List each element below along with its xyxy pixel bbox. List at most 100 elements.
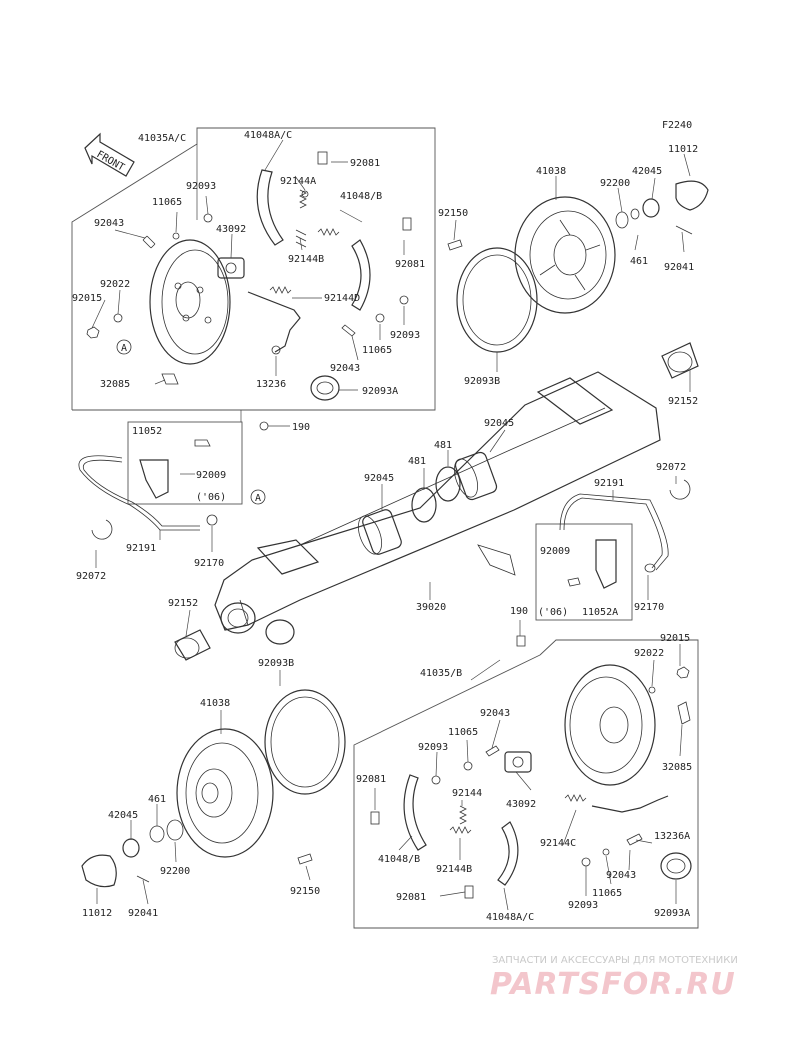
part-label-92150: 92150 [438, 208, 468, 219]
part-label-92043: 92043 [606, 870, 636, 881]
right-brake-shoes [370, 774, 519, 899]
axle-housing [214, 371, 661, 645]
part-label-92022: 92022 [634, 648, 664, 659]
part-label-92015: 92015 [72, 293, 102, 304]
front-direction-arrow: FRONT [84, 132, 135, 177]
part-label-06-note: ('06) [538, 607, 568, 618]
part-label-13236: 13236 [256, 379, 286, 390]
part-label-92072: 92072 [656, 462, 686, 473]
top-right-brake-drum [514, 196, 616, 314]
bottom-left-brake-drum [176, 728, 274, 858]
watermark-tagline: ЗАПЧАСТИ И АКСЕССУАРЫ ДЛЯ МОТОТЕХНИКИ [492, 955, 738, 966]
part-label-92093: 92093 [418, 742, 448, 753]
callout-A-mid: A [250, 489, 266, 505]
top-hub-hardware [447, 180, 709, 251]
part-label-11065: 11065 [362, 345, 392, 356]
part-label-190: 190 [510, 606, 528, 617]
left-brake-shoes [256, 151, 412, 311]
part-label-92081: 92081 [395, 259, 425, 270]
left-brake-panel [149, 239, 231, 365]
part-label-41048-B-top: 41048/B [340, 191, 382, 202]
part-label-92093: 92093 [186, 181, 216, 192]
watermark-logo: PARTSFOR.RU [490, 967, 736, 1002]
top-oring [456, 247, 538, 353]
part-label-92144C: 92144C [540, 838, 576, 849]
part-label-42045: 42045 [108, 810, 138, 821]
part-label-92093B: 92093B [258, 658, 294, 669]
part-label-481: 481 [434, 440, 452, 451]
frame-right-brake-group [353, 639, 699, 929]
part-label-11012: 11012 [668, 144, 698, 155]
part-label-92152: 92152 [668, 396, 698, 407]
left-wheel-cylinder [217, 257, 245, 279]
part-label-41035-B: 41035/B [420, 668, 462, 679]
part-label-92152: 92152 [168, 598, 198, 609]
frame-right-sensor-box [535, 523, 633, 621]
part-label-92045: 92045 [484, 418, 514, 429]
part-label-92081: 92081 [356, 774, 386, 785]
part-label-92170: 92170 [634, 602, 664, 613]
part-label-92191: 92191 [594, 478, 624, 489]
right-brake-panel [564, 664, 656, 786]
part-label-92045: 92045 [364, 473, 394, 484]
part-label-43092: 43092 [216, 224, 246, 235]
part-label-42045: 42045 [632, 166, 662, 177]
leader-lines [91, 139, 691, 911]
right-small-hardware [431, 666, 692, 880]
part-label-92200: 92200 [600, 178, 630, 189]
group-frames [71, 127, 699, 929]
part-label-39020: 39020 [416, 602, 446, 613]
part-label-41038: 41038 [536, 166, 566, 177]
part-label-190: 190 [292, 422, 310, 433]
front-arrow-label: FRONT [95, 149, 127, 174]
part-number-labels: F2240 41035A/C 41048A/C 92081 92144A 920… [72, 120, 698, 923]
part-label-92144B: 92144B [288, 254, 324, 265]
axle-spacers [174, 342, 699, 661]
part-label-92093: 92093 [390, 330, 420, 341]
part-label-92144A: 92144A [280, 176, 316, 187]
part-label-11052A: 11052A [582, 607, 618, 618]
part-label-11065: 11065 [592, 888, 622, 899]
part-label-41038: 41038 [200, 698, 230, 709]
part-label-92144D: 92144D [324, 293, 360, 304]
part-label-11065: 11065 [448, 727, 478, 738]
left-sensor-cable [78, 421, 269, 540]
part-label-06-note: ('06) [196, 492, 226, 503]
part-label-92072: 92072 [76, 571, 106, 582]
part-label-92009: 92009 [196, 470, 226, 481]
part-label-41048A-C-top: 41048A/C [244, 130, 292, 141]
callout-A-label: A [255, 493, 261, 504]
part-label-92093A: 92093A [362, 386, 398, 397]
part-label-92093: 92093 [568, 900, 598, 911]
right-wheel-cylinder [504, 751, 532, 773]
frame-left-brake-group [71, 127, 436, 411]
part-label-11012: 11012 [82, 908, 112, 919]
right-brake-springs-and-levers [449, 794, 669, 834]
part-label-11065: 11065 [152, 197, 182, 208]
watermark: ЗАПЧАСТИ И АКСЕССУАРЫ ДЛЯ МОТОТЕХНИКИ PA… [490, 955, 738, 1002]
part-label-41048A-C-bottom: 41048A/C [486, 912, 534, 923]
figure-code: F2240 [662, 120, 692, 131]
part-label-41035A-C-top: 41035A/C [138, 133, 186, 144]
bottom-hub-hardware [81, 819, 313, 888]
part-label-92170: 92170 [194, 558, 224, 569]
part-label-92150: 92150 [290, 886, 320, 897]
frame-left-sensor-box [127, 421, 243, 505]
callout-A-label: A [121, 343, 127, 354]
part-label-92144B: 92144B [436, 864, 472, 875]
part-label-92041: 92041 [128, 908, 158, 919]
callout-A-top: A [116, 339, 132, 355]
part-label-92191: 92191 [126, 543, 156, 554]
part-label-92144: 92144 [452, 788, 482, 799]
right-sensor-cable [516, 479, 691, 647]
part-label-43092: 43092 [506, 799, 536, 810]
part-label-461: 461 [630, 256, 648, 267]
part-label-92093B: 92093B [464, 376, 500, 387]
part-label-92093A: 92093A [654, 908, 690, 919]
part-label-92043: 92043 [330, 363, 360, 374]
part-label-481: 481 [408, 456, 426, 467]
part-label-32085: 32085 [100, 379, 130, 390]
part-label-92081: 92081 [350, 158, 380, 169]
